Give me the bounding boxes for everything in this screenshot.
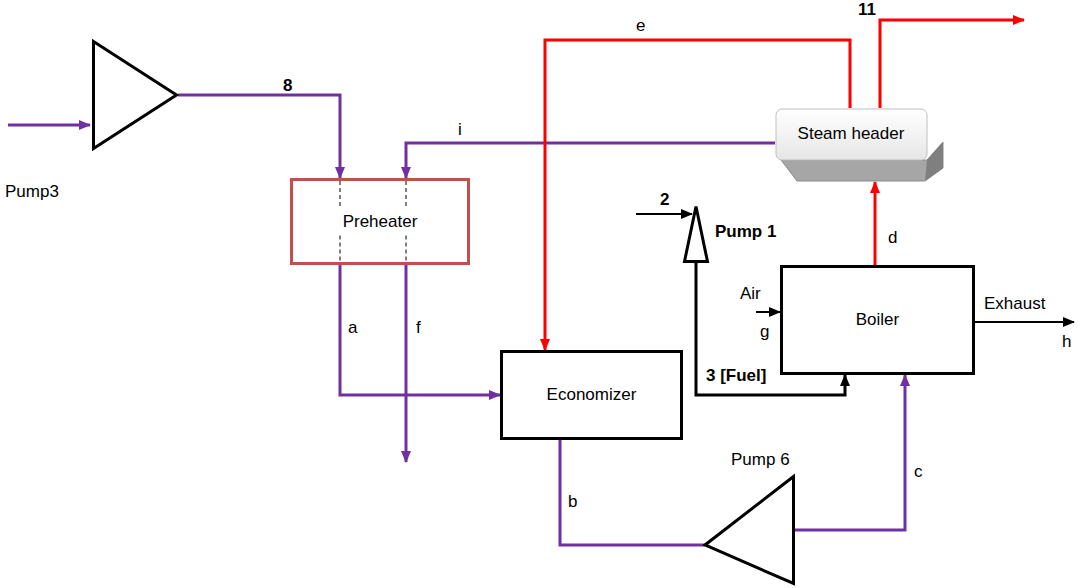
heat-exchanger-box: Preheater (290, 178, 470, 265)
pump-symbol: Pump 6 (705, 475, 795, 585)
stream-label: i (458, 120, 462, 140)
stream-letter: h (1062, 332, 1071, 352)
stream-label: c (914, 462, 923, 482)
stream-name: Air (740, 284, 761, 304)
stream-line (874, 182, 877, 265)
pump-label: Pump 6 (731, 450, 790, 470)
air-line (756, 311, 780, 313)
stream-label: 3 [Fuel] (706, 366, 766, 386)
boiler-box: Boiler (780, 265, 975, 375)
stream-line (795, 375, 905, 530)
stream-line (560, 440, 705, 545)
stream-number: 2 (660, 190, 669, 210)
node-outline (92, 40, 178, 150)
pump-label: Pump 1 (715, 222, 776, 242)
node-label: Economizer (547, 385, 637, 405)
stream-number: 11 (858, 0, 876, 20)
stream-label: 8 (283, 76, 292, 96)
steam-out-line (880, 20, 1024, 108)
stream-letter: f (416, 318, 421, 338)
condensate-line (405, 265, 408, 462)
feed-line (8, 124, 90, 127)
stream-line (406, 143, 775, 178)
pump-symbol: Pump 1 (683, 205, 709, 263)
stream-line (340, 265, 500, 395)
node-label: Preheater (343, 212, 418, 232)
pump-label: Pump3 (5, 182, 59, 202)
node-label: Steam header (798, 124, 905, 144)
exhaust-line (975, 321, 1074, 323)
pump-symbol: Pump3 (92, 40, 178, 150)
node-label: Boiler (856, 310, 899, 330)
stream-label: d (888, 228, 897, 248)
stream-label: a (348, 318, 357, 338)
node-outline (775, 108, 945, 182)
node-outline (705, 475, 795, 585)
steam-header: Steam header (775, 108, 945, 182)
stream-letter: g (760, 322, 769, 342)
fuel-feed-line (636, 213, 692, 215)
stream-line (178, 95, 340, 178)
stream-label: b (568, 492, 577, 512)
stream-label: e (636, 16, 645, 36)
stream-name: Exhaust (984, 294, 1045, 314)
economizer-box: Economizer (500, 350, 683, 440)
node-outline (683, 205, 709, 263)
